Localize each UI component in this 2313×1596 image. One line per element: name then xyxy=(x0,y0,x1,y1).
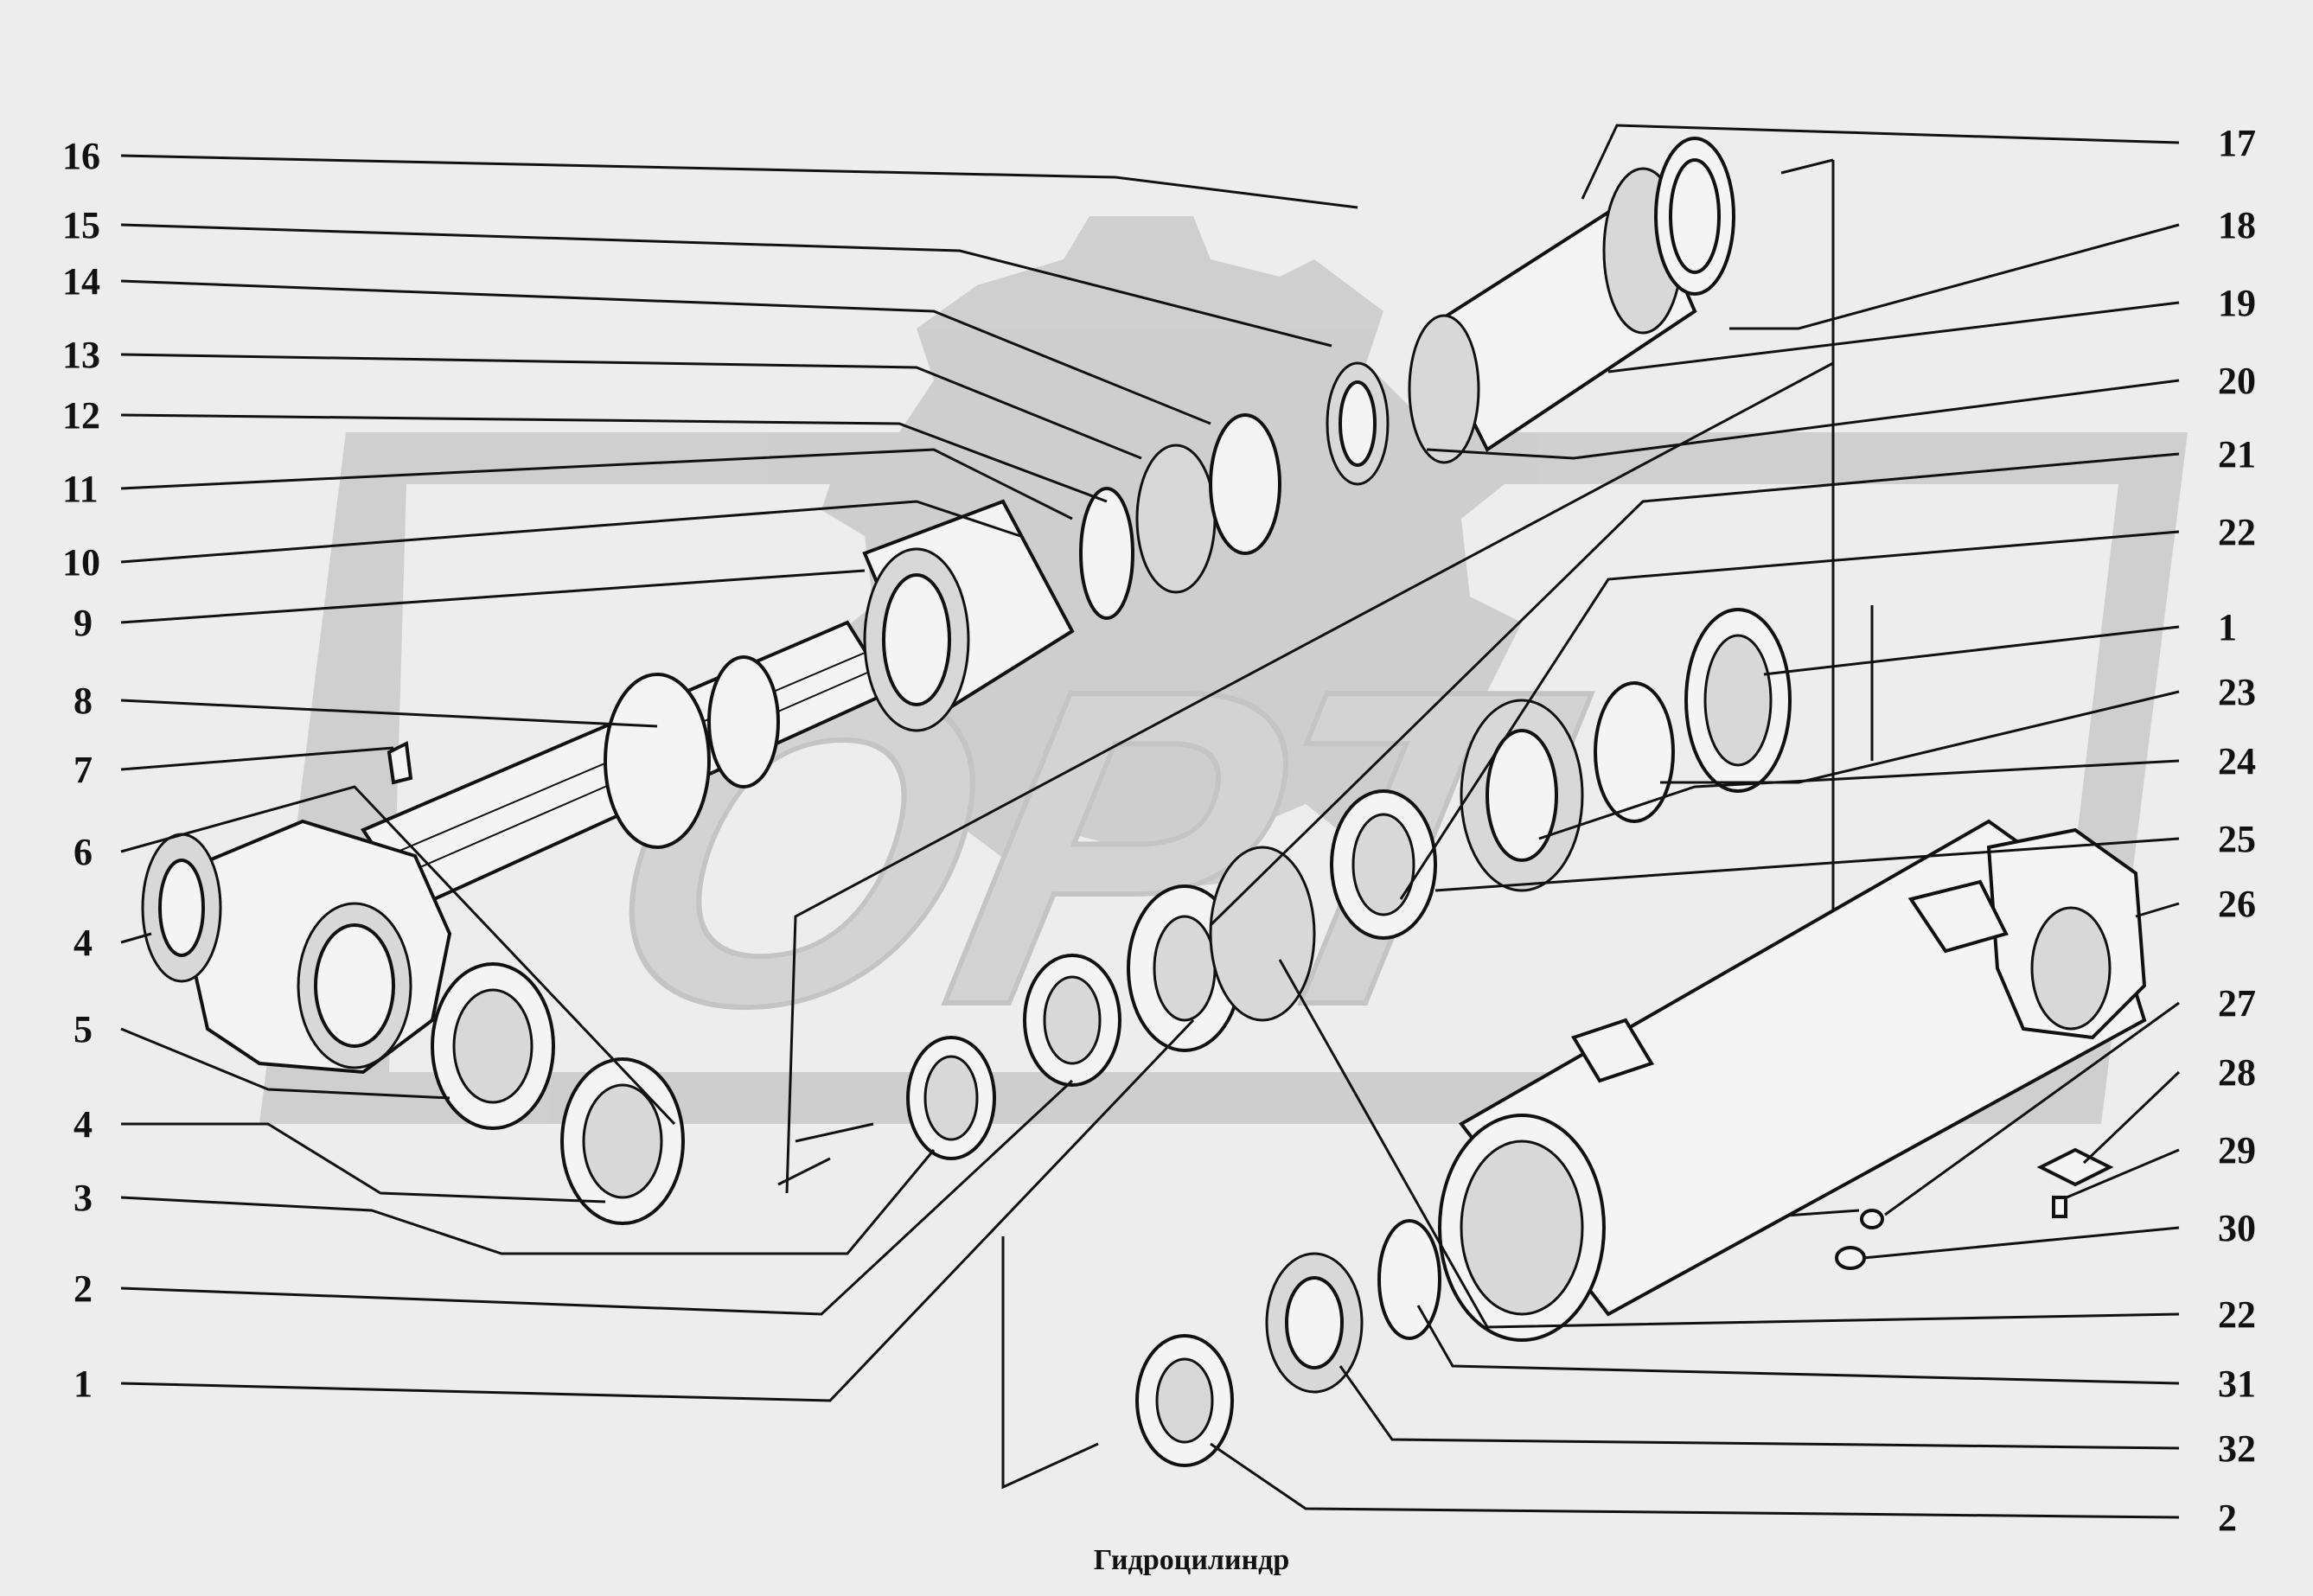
assembly-guide-lines xyxy=(777,158,1874,1490)
label-23: 23 xyxy=(2218,671,2256,713)
labels-right: 17 18 19 20 21 22 1 23 24 25 26 27 28 29… xyxy=(2218,122,2256,1539)
label-5: 5 xyxy=(73,1008,93,1050)
label-16: 16 xyxy=(62,135,100,177)
label-29: 29 xyxy=(2218,1129,2256,1171)
rod-eye-inner xyxy=(314,923,395,1048)
label-17: 17 xyxy=(2218,122,2256,164)
label-14: 14 xyxy=(62,260,100,303)
seal-14 xyxy=(1209,413,1281,555)
label-20: 20 xyxy=(2218,360,2256,402)
diagram-caption: Гидроцилиндр xyxy=(1094,1544,1290,1576)
label-11: 11 xyxy=(62,468,99,510)
label-1: 1 xyxy=(73,1363,93,1405)
label-28: 28 xyxy=(2218,1051,2256,1094)
labels-left: 16 15 14 13 12 11 10 9 8 7 6 4 5 4 3 2 1 xyxy=(62,135,100,1405)
label-1-right: 1 xyxy=(2218,606,2237,648)
label-24: 24 xyxy=(2218,740,2256,782)
label-7: 7 xyxy=(73,749,93,791)
label-6: 6 xyxy=(73,831,93,873)
label-9: 9 xyxy=(73,602,93,644)
label-22-lower: 22 xyxy=(2218,1293,2256,1336)
nut-30 xyxy=(1835,1246,1866,1270)
ring-27 xyxy=(1860,1209,1884,1229)
piston-rod-assembly xyxy=(141,137,1735,1075)
rod-collar xyxy=(604,673,711,849)
ring-23 xyxy=(1594,681,1675,823)
barrel-eye-bore xyxy=(2030,906,2112,1031)
label-15: 15 xyxy=(62,204,100,246)
label-12: 12 xyxy=(62,394,100,437)
seal-ring-11 xyxy=(1079,487,1134,620)
label-4-lower: 4 xyxy=(73,1103,93,1146)
label-32: 32 xyxy=(2218,1427,2256,1470)
label-19: 19 xyxy=(2218,282,2256,324)
label-10: 10 xyxy=(62,541,100,584)
port-boss-2 xyxy=(1907,879,2009,954)
label-2: 2 xyxy=(73,1267,93,1310)
piston-end xyxy=(1408,314,1480,464)
label-21: 21 xyxy=(2218,433,2256,476)
leader-lines xyxy=(120,124,2181,1519)
label-13: 13 xyxy=(62,334,100,376)
label-30: 30 xyxy=(2218,1207,2256,1249)
grease-fitting xyxy=(387,740,413,785)
label-4-upper: 4 xyxy=(73,922,93,964)
label-26: 26 xyxy=(2218,883,2256,925)
circlip-31 xyxy=(1377,1219,1441,1340)
label-8: 8 xyxy=(73,680,93,722)
label-3: 3 xyxy=(73,1177,93,1219)
label-2-right: 2 xyxy=(2218,1497,2237,1539)
label-22-upper: 22 xyxy=(2218,511,2256,553)
label-31: 31 xyxy=(2218,1363,2256,1405)
label-18: 18 xyxy=(2218,204,2256,246)
cylinder-barrel xyxy=(1438,819,2147,1342)
label-27: 27 xyxy=(2218,982,2256,1025)
rod-collar-2 xyxy=(707,655,780,788)
label-25: 25 xyxy=(2218,818,2256,860)
bolt-29 xyxy=(2052,1196,2067,1218)
bottom-rings xyxy=(1135,1219,1441,1467)
plate-28 xyxy=(2036,1147,2114,1187)
guide-ring-13 xyxy=(1135,444,1217,594)
port-boss xyxy=(1571,1018,1654,1083)
